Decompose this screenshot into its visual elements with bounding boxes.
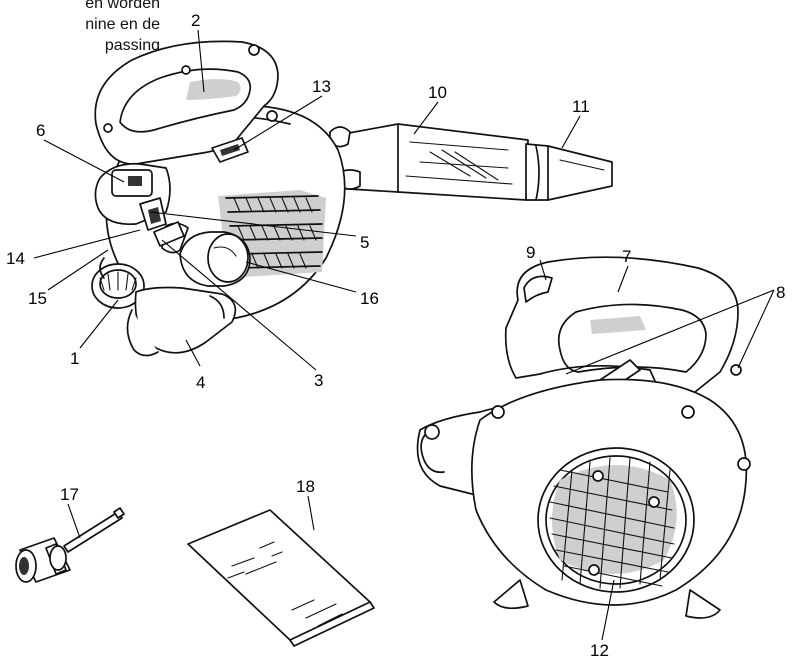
callout-16: 16 xyxy=(360,289,379,308)
callout-13: 13 xyxy=(312,77,331,96)
callout-9: 9 xyxy=(526,243,535,262)
callout-10: 10 xyxy=(428,83,447,102)
cropped-instruction-text: en worden nine en de passing xyxy=(0,0,160,56)
rear-handle xyxy=(504,256,742,415)
callout-numbers: 2 13 10 11 6 5 14 9 7 8 16 15 1 3 4 17 1… xyxy=(6,11,785,660)
blower-rear-view xyxy=(416,256,751,619)
air-cleaner-cover xyxy=(179,231,251,287)
fuel-tank xyxy=(126,286,237,357)
callout-2: 2 xyxy=(191,11,200,30)
callout-17: 17 xyxy=(60,485,79,504)
plug-wrench xyxy=(15,507,125,583)
callout-3: 3 xyxy=(314,371,323,390)
callout-7: 7 xyxy=(622,247,631,266)
fuel-tank-cap xyxy=(91,263,145,309)
blower-front-view xyxy=(91,40,613,357)
text-line-3: passing xyxy=(104,37,160,54)
callout-11: 11 xyxy=(572,97,590,116)
callout-18: 18 xyxy=(296,477,315,496)
choke-lever xyxy=(99,221,185,279)
leader-lines xyxy=(33,29,775,641)
callout-8: 8 xyxy=(776,283,785,302)
callout-1: 1 xyxy=(70,349,79,368)
text-line-2: nine en de xyxy=(85,16,160,33)
instruction-manual xyxy=(187,509,375,647)
callout-5: 5 xyxy=(360,233,369,252)
callout-4: 4 xyxy=(196,373,205,392)
throttle-lever xyxy=(211,137,249,163)
callout-6: 6 xyxy=(36,121,45,140)
air-intake-grille xyxy=(537,447,695,593)
text-line-1: en worden xyxy=(85,0,160,12)
callout-15: 15 xyxy=(28,289,47,308)
callout-14: 14 xyxy=(6,249,25,268)
nozzle xyxy=(525,143,613,201)
callout-12: 12 xyxy=(590,641,609,660)
top-handle xyxy=(94,40,279,165)
